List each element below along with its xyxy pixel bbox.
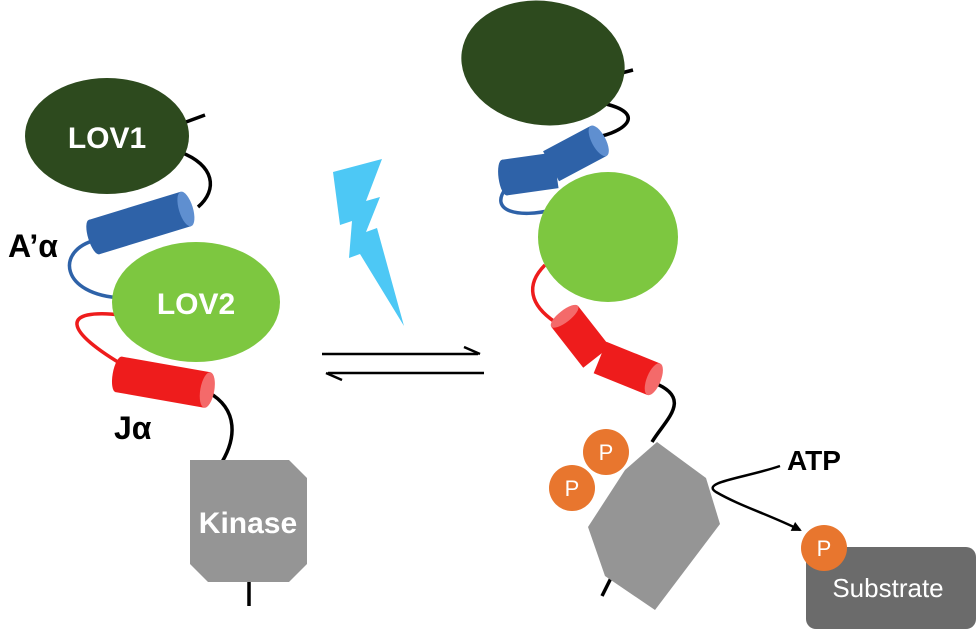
aalpha-label: A’α bbox=[8, 228, 58, 264]
aalpha-to-lov2-linker-lit bbox=[499, 186, 553, 216]
jalpha-to-kinase-linker bbox=[207, 390, 234, 463]
lov2-domain bbox=[112, 242, 280, 362]
substrate-box bbox=[806, 547, 976, 629]
lov2-label: LOV2 bbox=[157, 288, 235, 321]
lov2-to-jalpha-linker-lit bbox=[530, 263, 556, 324]
lov1-tail-linker bbox=[185, 113, 206, 124]
phosphate-label: P bbox=[817, 536, 832, 561]
aalpha-helix bbox=[86, 191, 195, 255]
phosphate-kinase-upper: P bbox=[583, 429, 629, 475]
aalpha-helix-lit bbox=[498, 125, 609, 196]
lightning-bolt-icon bbox=[333, 159, 404, 326]
kinase-domain bbox=[190, 460, 307, 582]
phosphate-kinase-lower: P bbox=[549, 465, 595, 511]
equilibrium-arrows-icon bbox=[322, 345, 484, 382]
substrate-label: Substrate bbox=[832, 573, 943, 603]
phosphate-substrate: P bbox=[801, 525, 847, 571]
atp-transfer-arrow bbox=[711, 464, 802, 532]
aalpha-to-lov2-linker bbox=[67, 238, 123, 300]
jalpha-to-kinase-linker-lit bbox=[650, 380, 677, 443]
lov1-label: LOV1 bbox=[68, 122, 146, 155]
atp-label: ATP bbox=[787, 445, 841, 476]
phosphate-label: P bbox=[599, 440, 614, 465]
kinase-label: Kinase bbox=[199, 507, 297, 540]
lov2-to-jalpha-linker bbox=[75, 312, 129, 370]
lov2-domain-lit bbox=[538, 172, 678, 302]
jalpha-helix-lit bbox=[550, 304, 663, 396]
jalpha-helix bbox=[111, 356, 215, 408]
kinase-domain-lit bbox=[588, 442, 720, 610]
lit-state-construct: P P ATP Substrate P bbox=[461, 0, 976, 629]
phosphate-label: P bbox=[565, 476, 580, 501]
lov1-to-aalpha-linker bbox=[179, 150, 213, 209]
dark-state-construct: LOV1 A’α LOV2 Jα Kinase bbox=[8, 78, 307, 606]
lov1-domain bbox=[25, 78, 189, 194]
lov1-domain-lit bbox=[461, 0, 625, 126]
jalpha-label: Jα bbox=[114, 410, 152, 446]
